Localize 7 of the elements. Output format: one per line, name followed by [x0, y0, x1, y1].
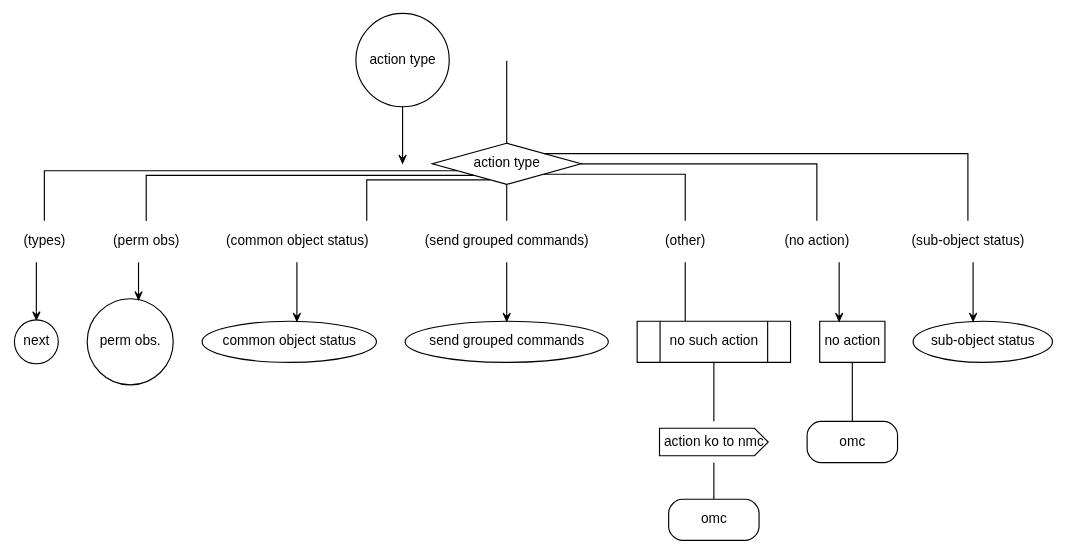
node-text: (perm obs) — [113, 232, 180, 248]
node-text: (no action) — [784, 232, 850, 248]
node-text: (common object status) — [225, 232, 369, 248]
node-text: (other) — [665, 232, 706, 248]
node-text: (types) — [23, 232, 66, 248]
node-text: (send grouped commands) — [424, 232, 589, 248]
node-text: (sub-object status) — [911, 232, 1025, 248]
